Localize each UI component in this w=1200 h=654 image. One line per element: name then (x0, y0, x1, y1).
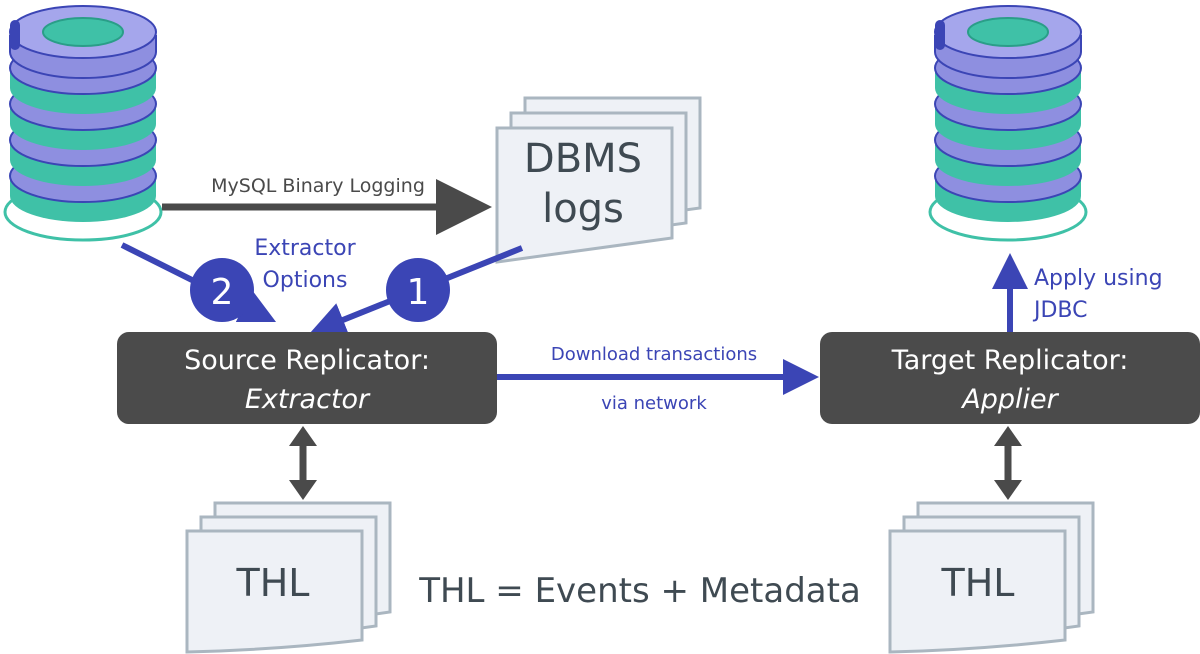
thl-right-label: THL (941, 561, 1015, 605)
target-thl-arrow (994, 426, 1022, 500)
source-replicator-box: Source Replicator: Extractor (117, 332, 497, 424)
source-replicator-title: Source Replicator: (184, 345, 430, 376)
download-label-line2: via network (601, 393, 707, 414)
apply-label-line1: Apply using (1034, 266, 1163, 291)
dbms-logs-icon (495, 96, 702, 264)
dbms-label: DBMS (524, 136, 642, 182)
binary-logging-label: MySQL Binary Logging (211, 175, 425, 197)
target-replicator-box: Target Replicator: Applier (820, 332, 1200, 424)
badge-1: 1 (386, 258, 450, 322)
source-database-icon (3, 5, 163, 242)
thl-left-icon (185, 501, 392, 654)
download-label-line1: Download transactions (551, 344, 757, 365)
extractor-options-label-line2: Options (263, 268, 348, 293)
svg-text:2: 2 (211, 272, 234, 313)
badge-2: 2 (190, 258, 254, 322)
target-replicator-role: Applier (960, 384, 1059, 415)
source-replicator-role: Extractor (245, 384, 371, 415)
svg-text:1: 1 (407, 272, 430, 313)
thl-left-label: THL (236, 561, 310, 605)
target-replicator-title: Target Replicator: (891, 345, 1129, 376)
target-database-icon (928, 5, 1088, 242)
extractor-options-label-line1: Extractor (254, 236, 356, 261)
thl-right-icon (888, 501, 1095, 654)
apply-label-line2: JDBC (1032, 298, 1088, 323)
thl-legend: THL = Events + Metadata (418, 571, 861, 611)
source-thl-arrow (289, 426, 317, 500)
logs-label: logs (542, 186, 624, 232)
